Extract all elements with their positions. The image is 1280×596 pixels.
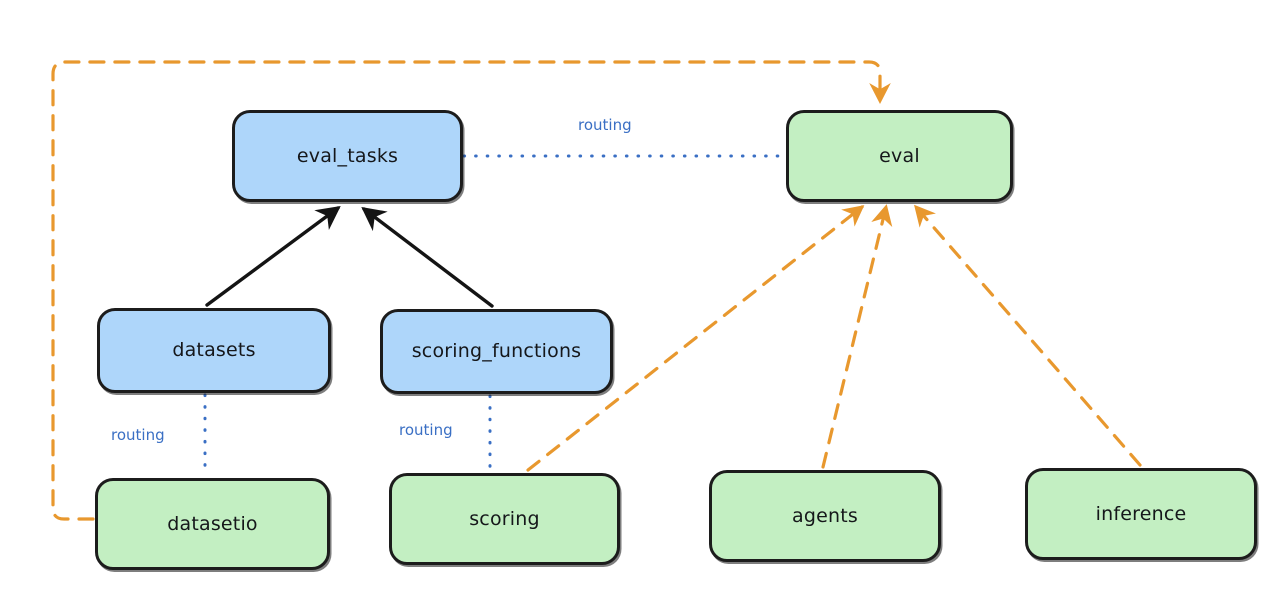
edge-label-routing-evaltasks-eval: routing <box>575 118 635 133</box>
node-label-eval-tasks: eval_tasks <box>296 144 399 167</box>
edge-datasets-evaltasks <box>205 205 341 307</box>
node-datasets[interactable]: datasets <box>97 308 331 393</box>
node-label-inference: inference <box>1095 502 1187 525</box>
node-eval-tasks[interactable]: eval_tasks <box>232 110 463 202</box>
edge-scoringfunctions-evaltasks <box>361 206 494 308</box>
node-datasetio[interactable]: datasetio <box>95 478 330 570</box>
edge-datasetio-eval <box>51 60 891 521</box>
node-eval[interactable]: eval <box>786 110 1013 202</box>
node-inference[interactable]: inference <box>1025 468 1257 560</box>
edge-scoring-eval <box>526 205 865 472</box>
edge-label-routing-datasets-datasetio: routing <box>108 428 168 443</box>
node-label-scoring-functions: scoring_functions <box>411 340 582 363</box>
node-label-datasetio: datasetio <box>167 512 258 535</box>
node-label-scoring: scoring <box>469 507 540 530</box>
node-scoring-functions[interactable]: scoring_functions <box>380 309 613 394</box>
edge-label-routing-scoringfunctions-scoring: routing <box>396 423 456 438</box>
edge-agents-eval <box>821 204 893 469</box>
node-label-eval: eval <box>879 144 920 167</box>
edge-inference-eval <box>914 204 1142 467</box>
node-label-agents: agents <box>792 504 858 527</box>
node-scoring[interactable]: scoring <box>389 473 620 565</box>
node-agents[interactable]: agents <box>709 470 941 562</box>
node-label-datasets: datasets <box>172 339 256 362</box>
